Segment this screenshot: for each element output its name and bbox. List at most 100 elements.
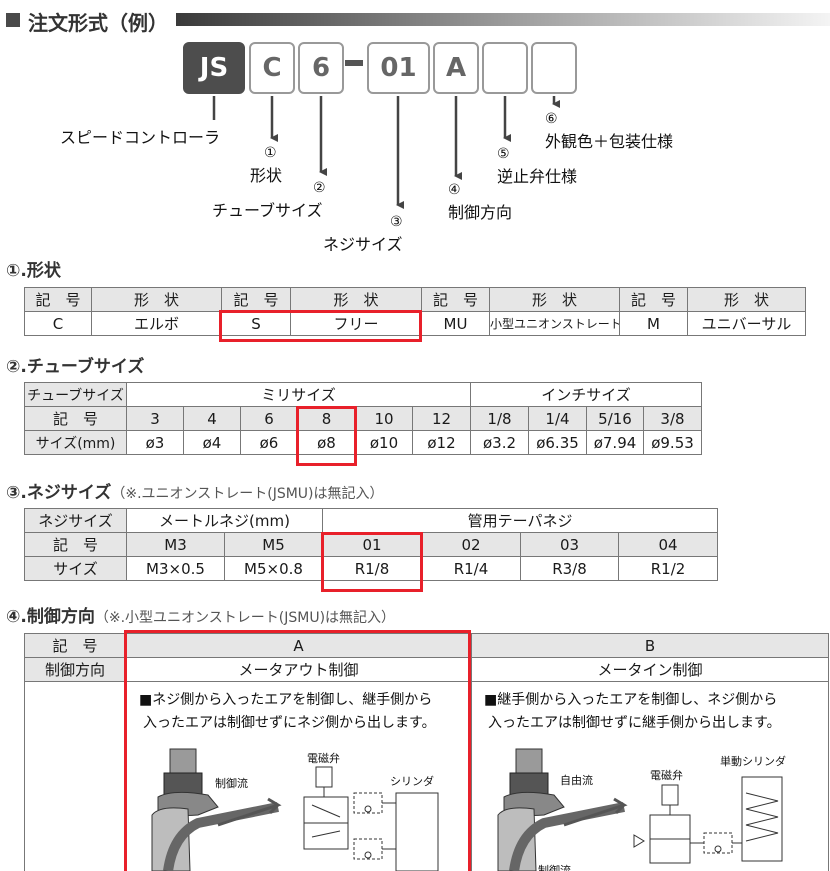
shape-table-row: C エルボ S フリー MU 小型ユニオンストレート M ユニバーサル — [24, 311, 806, 336]
header-title: 注文形式（例） — [28, 11, 168, 35]
solenoid-valve-symbol — [633, 784, 691, 864]
section4-title: ④.制御方向（※.小型ユニオンストレート(JSMU)は無記入） — [6, 602, 395, 627]
callout-4-label: 制御方向 — [448, 203, 513, 222]
tube-size-cell: ø3.2 — [470, 430, 529, 455]
tube-size-cell: ø9.53 — [643, 430, 702, 455]
solenoid-valve-symbol — [303, 766, 349, 850]
section2-title: ②.チューブサイズ — [6, 357, 145, 377]
tube-code-cell: 4 — [183, 406, 241, 431]
callout-series-label: スピードコントローラ — [60, 128, 221, 147]
meter-in-description: ■継手側から入ったエアを制御し、ネジ側から 入ったエアは制御せずに継手側から出し… — [484, 689, 781, 735]
code-box-shape: C — [249, 42, 295, 94]
direction-detail-blank — [24, 681, 126, 871]
direction-name-cell-a: メータアウト制御 — [125, 657, 472, 682]
callout-5-label: 逆止弁仕様 — [497, 167, 578, 186]
direction-code-cell-a: A — [125, 633, 472, 658]
tube-size-cell: ø7.94 — [586, 430, 644, 455]
tube-size-label: サイズ(mm) — [24, 430, 127, 455]
tube-code-cell: 12 — [412, 406, 471, 431]
callout-6-label: 外観色＋包装仕様 — [545, 132, 674, 151]
shape-name-cell: エルボ — [91, 311, 222, 336]
shape-header-code: 記 号 — [619, 287, 688, 312]
thread-code-cell: M5 — [224, 532, 323, 557]
callout-2-number: ② — [313, 180, 326, 196]
meter-in-cylinder-label: 単動シリンダ — [720, 755, 786, 768]
tube-group-mm: ミリサイズ — [126, 382, 471, 407]
shape-header-code: 記 号 — [421, 287, 490, 312]
meter-in-flow2-label: 制御流 — [538, 864, 571, 871]
callout-1-label: 形状 — [250, 166, 283, 185]
tube-size-cell: ø3 — [126, 430, 184, 455]
shape-code-cell: M — [619, 311, 688, 336]
tube-code-cell: 10 — [355, 406, 413, 431]
code-box-tube: 6 — [298, 42, 344, 94]
code-box-direction: A — [433, 42, 479, 94]
thread-size-cell: M3×0.5 — [126, 556, 225, 581]
tube-code-cell: 5/16 — [586, 406, 644, 431]
shape-code-cell: MU — [421, 311, 490, 336]
meter-out-description: ■ネジ側から入ったエアを制御し、継手側から 入ったエアは制御せずにネジ側から出し… — [139, 689, 436, 735]
shape-header-shape: 形 状 — [687, 287, 806, 312]
shape-code-cell: C — [24, 311, 92, 336]
thread-code-row: 記 号 M3 M5 01 02 03 04 — [24, 532, 719, 557]
shape-code-cell: S — [221, 311, 291, 336]
single-acting-cylinder-symbol — [732, 776, 783, 862]
shape-header-shape: 形 状 — [91, 287, 222, 312]
speed-controller-illustration — [497, 748, 628, 871]
meter-in-desc-line: 入ったエアは制御せずに継手側から出します。 — [488, 715, 781, 731]
callout-arrows — [212, 96, 560, 209]
header-gradient-bar — [176, 13, 830, 26]
tube-code-cell: 8 — [297, 406, 356, 431]
section3-title: ③.ネジサイズ（※.ユニオンストレート(JSMU)は無記入） — [6, 478, 384, 503]
tube-code-label: 記 号 — [24, 406, 127, 431]
meter-out-valve-label: 電磁弁 — [307, 752, 340, 765]
meter-out-desc-line: ■ネジ側から入ったエアを制御し、継手側から — [139, 692, 433, 708]
thread-corner-cell: ネジサイズ — [24, 508, 127, 533]
cylinder-symbol — [382, 792, 439, 871]
flow-control-symbol — [690, 832, 733, 854]
meter-in-valve-label: 電磁弁 — [650, 769, 683, 782]
shape-header-shape: 形 状 — [489, 287, 620, 312]
tube-size-row: サイズ(mm) ø3 ø4 ø6 ø8 ø10 ø12 ø3.2 ø6.35 ø… — [24, 430, 702, 455]
direction-row-label: 制御方向 — [24, 657, 126, 682]
code-box-color — [531, 42, 577, 94]
meter-out-cylinder-label: シリンダ — [390, 775, 434, 788]
callout-4-number: ④ — [448, 182, 461, 198]
tube-size-cell: ø4 — [183, 430, 241, 455]
thread-table: ネジサイズ メートルネジ(mm) 管用テーパネジ 記 号 M3 M5 01 02… — [24, 508, 719, 581]
thread-group-row: ネジサイズ メートルネジ(mm) 管用テーパネジ — [24, 508, 719, 533]
code-box-thread: 01 — [367, 42, 430, 94]
tube-size-cell: ø10 — [355, 430, 413, 455]
code-dash — [345, 60, 363, 66]
thread-code-cell: M3 — [126, 532, 225, 557]
tube-code-cell: 3 — [126, 406, 184, 431]
direction-name-cell-b: メータイン制御 — [471, 657, 829, 682]
shape-name-cell: フリー — [290, 311, 422, 336]
tube-size-cell: ø8 — [297, 430, 356, 455]
meter-in-flow-label: 自由流 — [560, 774, 593, 787]
meter-out-desc-line: 入ったエアは制御せずにネジ側から出します。 — [143, 715, 436, 731]
flow-control-symbol — [353, 792, 383, 860]
thread-size-row: サイズ M3×0.5 M5×0.8 R1/8 R1/4 R3/8 R1/2 — [24, 556, 719, 581]
tube-code-cell: 3/8 — [643, 406, 702, 431]
thread-size-cell: R1/2 — [617, 556, 719, 581]
shape-table-header-row: 記 号 形 状 記 号 形 状 記 号 形 状 記 号 形 状 — [24, 287, 806, 312]
callout-6-number: ⑥ — [545, 111, 558, 127]
shape-name-cell: ユニバーサル — [687, 311, 806, 336]
thread-code-cell: 04 — [617, 532, 719, 557]
thread-size-cell: M5×0.8 — [224, 556, 323, 581]
section1-title: ①.形状 — [6, 261, 61, 281]
callout-2-label: チューブサイズ — [212, 201, 323, 220]
thread-group-metric: メートルネジ(mm) — [126, 508, 323, 533]
section3-note: （※.ユニオンストレート(JSMU)は無記入） — [111, 486, 384, 502]
meter-in-diagram — [497, 748, 783, 871]
header-square-icon — [6, 13, 20, 27]
tube-group-row: チューブサイズ ミリサイズ インチサイズ — [24, 382, 702, 407]
tube-code-cell: 6 — [240, 406, 298, 431]
section4-title-text: ④.制御方向 — [6, 607, 95, 627]
tube-table: チューブサイズ ミリサイズ インチサイズ 記 号 3 4 6 8 10 12 1… — [24, 382, 702, 455]
thread-size-label: サイズ — [24, 556, 127, 581]
shape-header-code: 記 号 — [221, 287, 291, 312]
section-header: 注文形式（例） — [4, 4, 830, 35]
thread-size-cell: R1/8 — [322, 556, 422, 581]
